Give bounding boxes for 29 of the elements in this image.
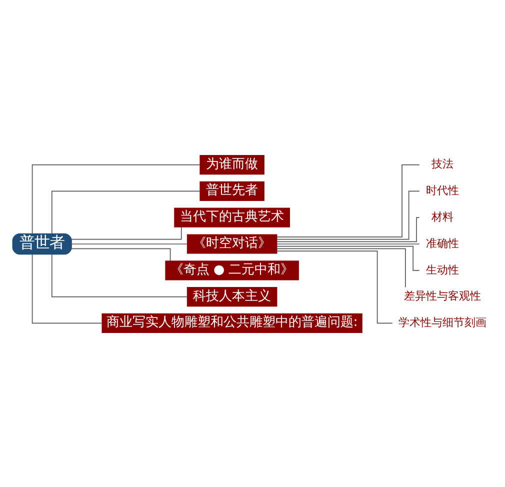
connector [276,190,420,240]
connector [276,245,420,270]
connector [276,243,420,244]
connector [32,164,200,234]
connector [71,248,171,261]
node-box: 当代下的古典艺术 [174,207,290,227]
node-text: 准确性 [426,236,459,250]
connector [71,243,188,244]
connector [276,164,420,237]
connector [276,248,406,288]
node-text: 差异性与客观性 [404,289,481,302]
connector [51,254,188,297]
node-box: 为谁而做 [200,154,264,174]
node-text: 时代性 [426,184,459,197]
node-box: 《奇点 ● 二元中和》 [165,260,299,280]
node-box: 商业写实人物雕塑和公共雕塑中的普遍问题: [102,312,362,333]
node-text: 生动性 [426,262,459,276]
node-box: 科技人本主义 [186,286,278,306]
connector [276,250,393,324]
node-text: 材料 [431,210,454,223]
node-box: 普世先者 [200,180,264,200]
connector [32,253,102,324]
node-box: 普世者 [12,232,72,254]
node-box: 《时空对话》 [186,234,278,254]
connector [51,190,200,234]
connector [71,226,182,240]
node-text: 学术性与细节刻画 [398,316,486,329]
connector [276,216,420,242]
node-text: 技法 [431,157,454,170]
